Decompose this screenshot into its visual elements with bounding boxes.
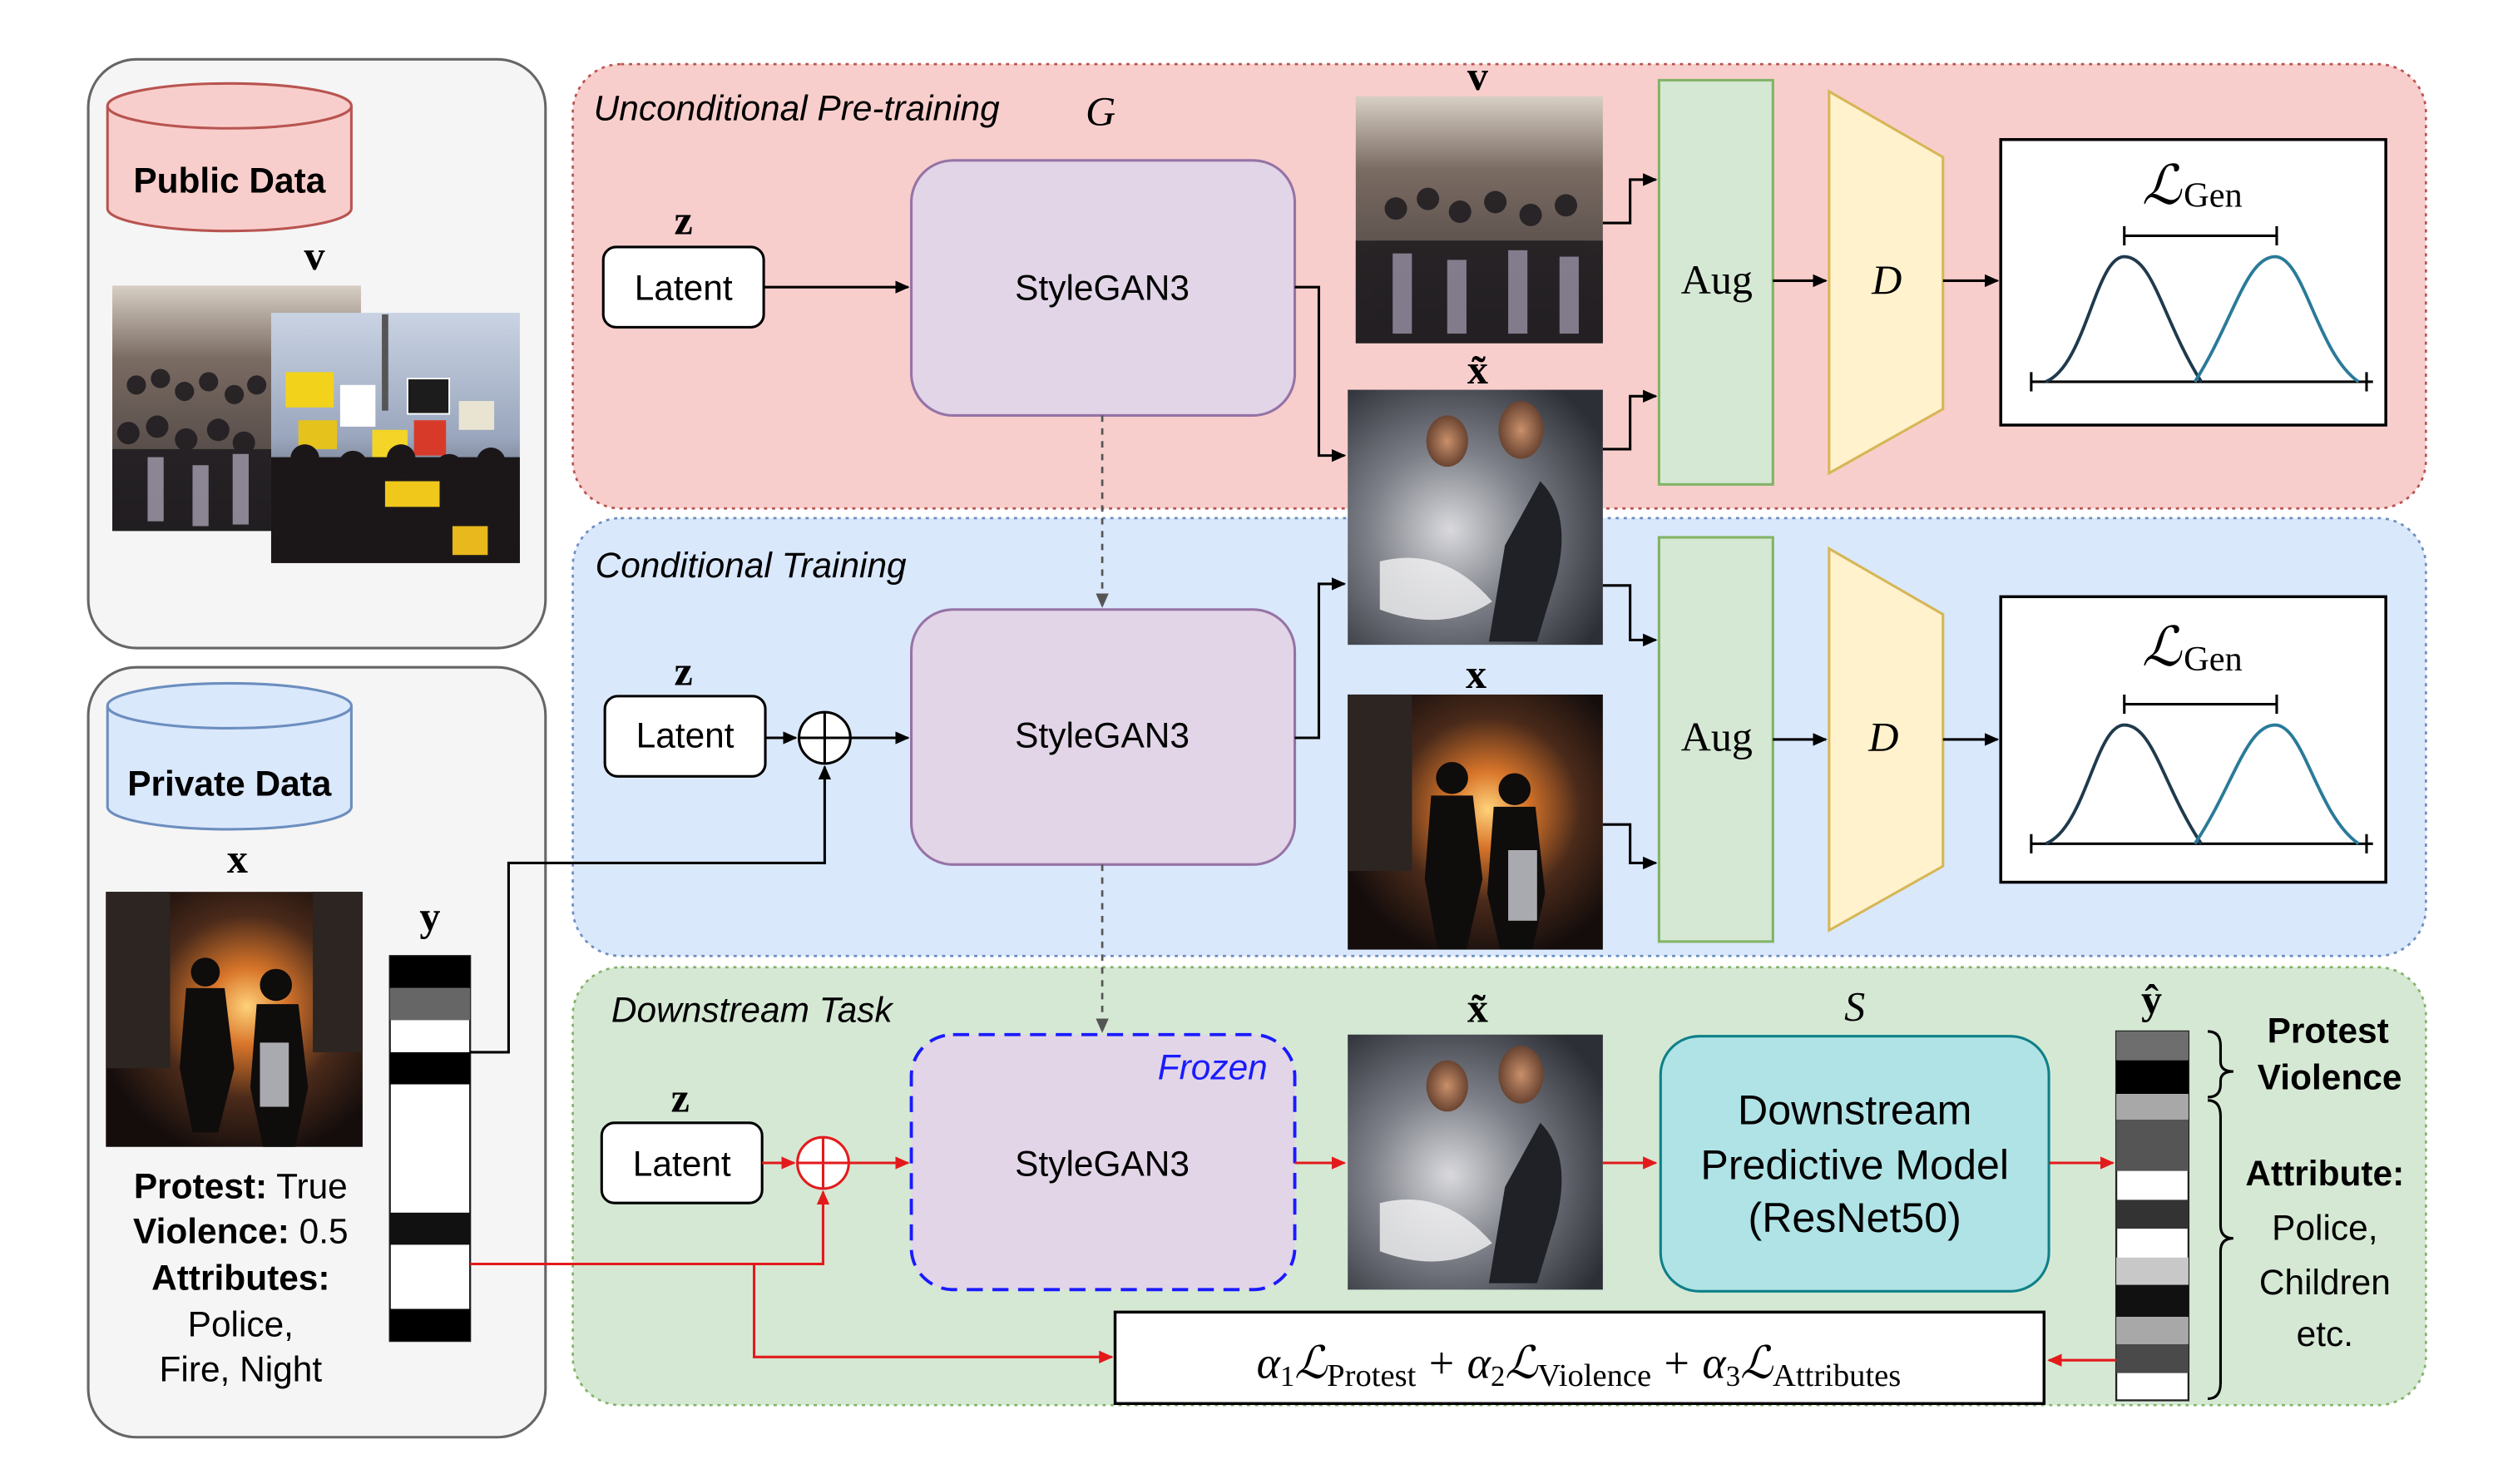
- pretrain-aug-label: Aug: [1681, 256, 1753, 303]
- private-data-title: Private Data: [127, 764, 332, 803]
- generator-symbol: G: [1086, 87, 1115, 134]
- pretrain-loss-sub: Gen: [2184, 176, 2243, 215]
- conditional-real-photo: [1348, 694, 1603, 950]
- conditional-loss-symbol: ℒ: [2142, 618, 2183, 678]
- pretrain-disc-label: D: [1871, 256, 1902, 303]
- conditional-real-to-aug-arrow: [1602, 823, 1658, 870]
- pretrain-fake-label: x̃: [1467, 346, 1488, 393]
- public-data-panel: Public Data v: [87, 57, 547, 650]
- loss-formula: α1ℒProtest+α2ℒViolence+α3ℒAttributes: [1257, 1338, 1902, 1393]
- conditional-loss-sub: Gen: [2184, 640, 2243, 679]
- labels-vector-label: y: [419, 893, 440, 939]
- pretrain-fake-to-aug-arrow: [1602, 389, 1658, 451]
- public-data-title: Public Data: [133, 161, 325, 200]
- pretrain-loss-symbol: ℒ: [2142, 156, 2183, 216]
- private-caption: Protest: True Violence: 0.5 Attributes: …: [133, 1166, 349, 1388]
- conditional-discriminator-shape: [1828, 546, 1945, 933]
- conditional-real-label: x: [1466, 650, 1486, 697]
- model-line-1: Downstream: [1738, 1087, 1971, 1134]
- model-line-3: (ResNet50): [1749, 1195, 1961, 1241]
- conditional-aug-box: [1657, 536, 1774, 943]
- protest-violence-brace: [2207, 1030, 2233, 1099]
- caption-violence-value: 0.5: [289, 1211, 349, 1250]
- public-database-icon: [106, 82, 353, 233]
- caption-violence-key: Violence:: [133, 1211, 289, 1250]
- pretrain-stage-title: Unconditional Pre-training: [594, 89, 1000, 128]
- labels-vector: [388, 955, 472, 1343]
- pretrain-aug-box: [1657, 78, 1774, 486]
- downstream-circle-plus-icon: [796, 1135, 850, 1190]
- conditional-disc-label: D: [1867, 713, 1898, 759]
- downstream-latent-label: Latent: [633, 1144, 731, 1183]
- loss-formula-box: [1113, 1310, 2046, 1405]
- caption-attr-line-2: Fire, Night: [160, 1349, 323, 1388]
- pretrain-real-to-aug-arrow: [1602, 173, 1658, 225]
- public-image-label: v: [304, 232, 326, 279]
- downstream-z-label: z: [671, 1074, 690, 1120]
- pretrain-latent-label: Latent: [635, 269, 733, 308]
- conditional-latent-box: [603, 695, 767, 778]
- labels-to-loss-arrow: [752, 1264, 1114, 1364]
- private-data-panel: Private Data x y Protest: True Violence:…: [87, 665, 547, 1439]
- private-fire-photo: [106, 892, 363, 1147]
- conditional-fake-to-aug-arrow: [1602, 584, 1658, 647]
- output-attr-line-3: etc.: [2297, 1314, 2353, 1353]
- model-symbol: S: [1844, 982, 1865, 1029]
- conditional-stage-title: Conditional Training: [596, 546, 907, 585]
- conditional-latent-label: Latent: [636, 716, 735, 755]
- pretrain-discriminator-shape: [1828, 89, 1945, 476]
- downstream-generated-photo: [1348, 1034, 1603, 1290]
- svg-text:Protest: True: Protest: True: [134, 1166, 348, 1205]
- conditional-aug-label: Aug: [1681, 713, 1753, 759]
- output-attribute-head: Attribute:: [2245, 1154, 2404, 1193]
- attribute-brace: [2207, 1099, 2233, 1401]
- svg-text:Violence: 0.5: Violence: 0.5: [133, 1211, 349, 1250]
- pretrain-gen-to-fake-arrow: [1294, 285, 1347, 463]
- caption-attributes-key: Attributes:: [151, 1258, 329, 1297]
- model-line-2: Predictive Model: [1700, 1141, 2009, 1188]
- downstream-image-label: x̃: [1467, 984, 1488, 1031]
- downstream-stage-title: Downstream Task: [611, 990, 894, 1029]
- public-protest-signs-photo: [270, 313, 520, 563]
- conditional-gen-to-fake-arrow: [1294, 577, 1347, 740]
- pretrain-z-label: z: [675, 197, 693, 244]
- conditional-circle-plus-icon: [797, 710, 852, 765]
- labels-to-downstream-arrow: [470, 1190, 830, 1266]
- output-attr-line-2: Children: [2259, 1263, 2391, 1302]
- pretrain-stylegan-label: StyleGAN3: [1015, 269, 1190, 308]
- frozen-label: Frozen: [1158, 1048, 1268, 1087]
- labels-to-conditional-arrow: [470, 764, 832, 1054]
- output-attr-line-1: Police,: [2272, 1209, 2377, 1248]
- caption-protest-key: Protest:: [134, 1166, 267, 1205]
- private-database-icon: [106, 681, 353, 831]
- conditional-z-label: z: [675, 647, 693, 694]
- conditional-loss-plot: ℒ Gen: [1999, 595, 2387, 884]
- prediction-label: ŷ: [2141, 977, 2162, 1023]
- caption-protest-value: True: [267, 1166, 348, 1205]
- pretrain-latent-box: [601, 245, 765, 329]
- conditional-stylegan-label: StyleGAN3: [1015, 716, 1190, 755]
- downstream-stylegan-label: StyleGAN3: [1015, 1144, 1190, 1183]
- generated-photo: [1348, 389, 1603, 646]
- downstream-latent-box: [600, 1121, 764, 1205]
- prediction-vector: [2115, 1030, 2190, 1402]
- pretrain-real-photo: [1355, 96, 1603, 344]
- output-protest-label: Protest: [2268, 1011, 2389, 1050]
- caption-attr-line-1: Police,: [188, 1304, 294, 1343]
- output-violence-label: Violence: [2258, 1057, 2402, 1096]
- pretrain-real-label: v: [1467, 52, 1489, 99]
- private-image-label: x: [227, 835, 248, 882]
- pretrain-loss-plot: ℒ Gen: [1999, 138, 2387, 427]
